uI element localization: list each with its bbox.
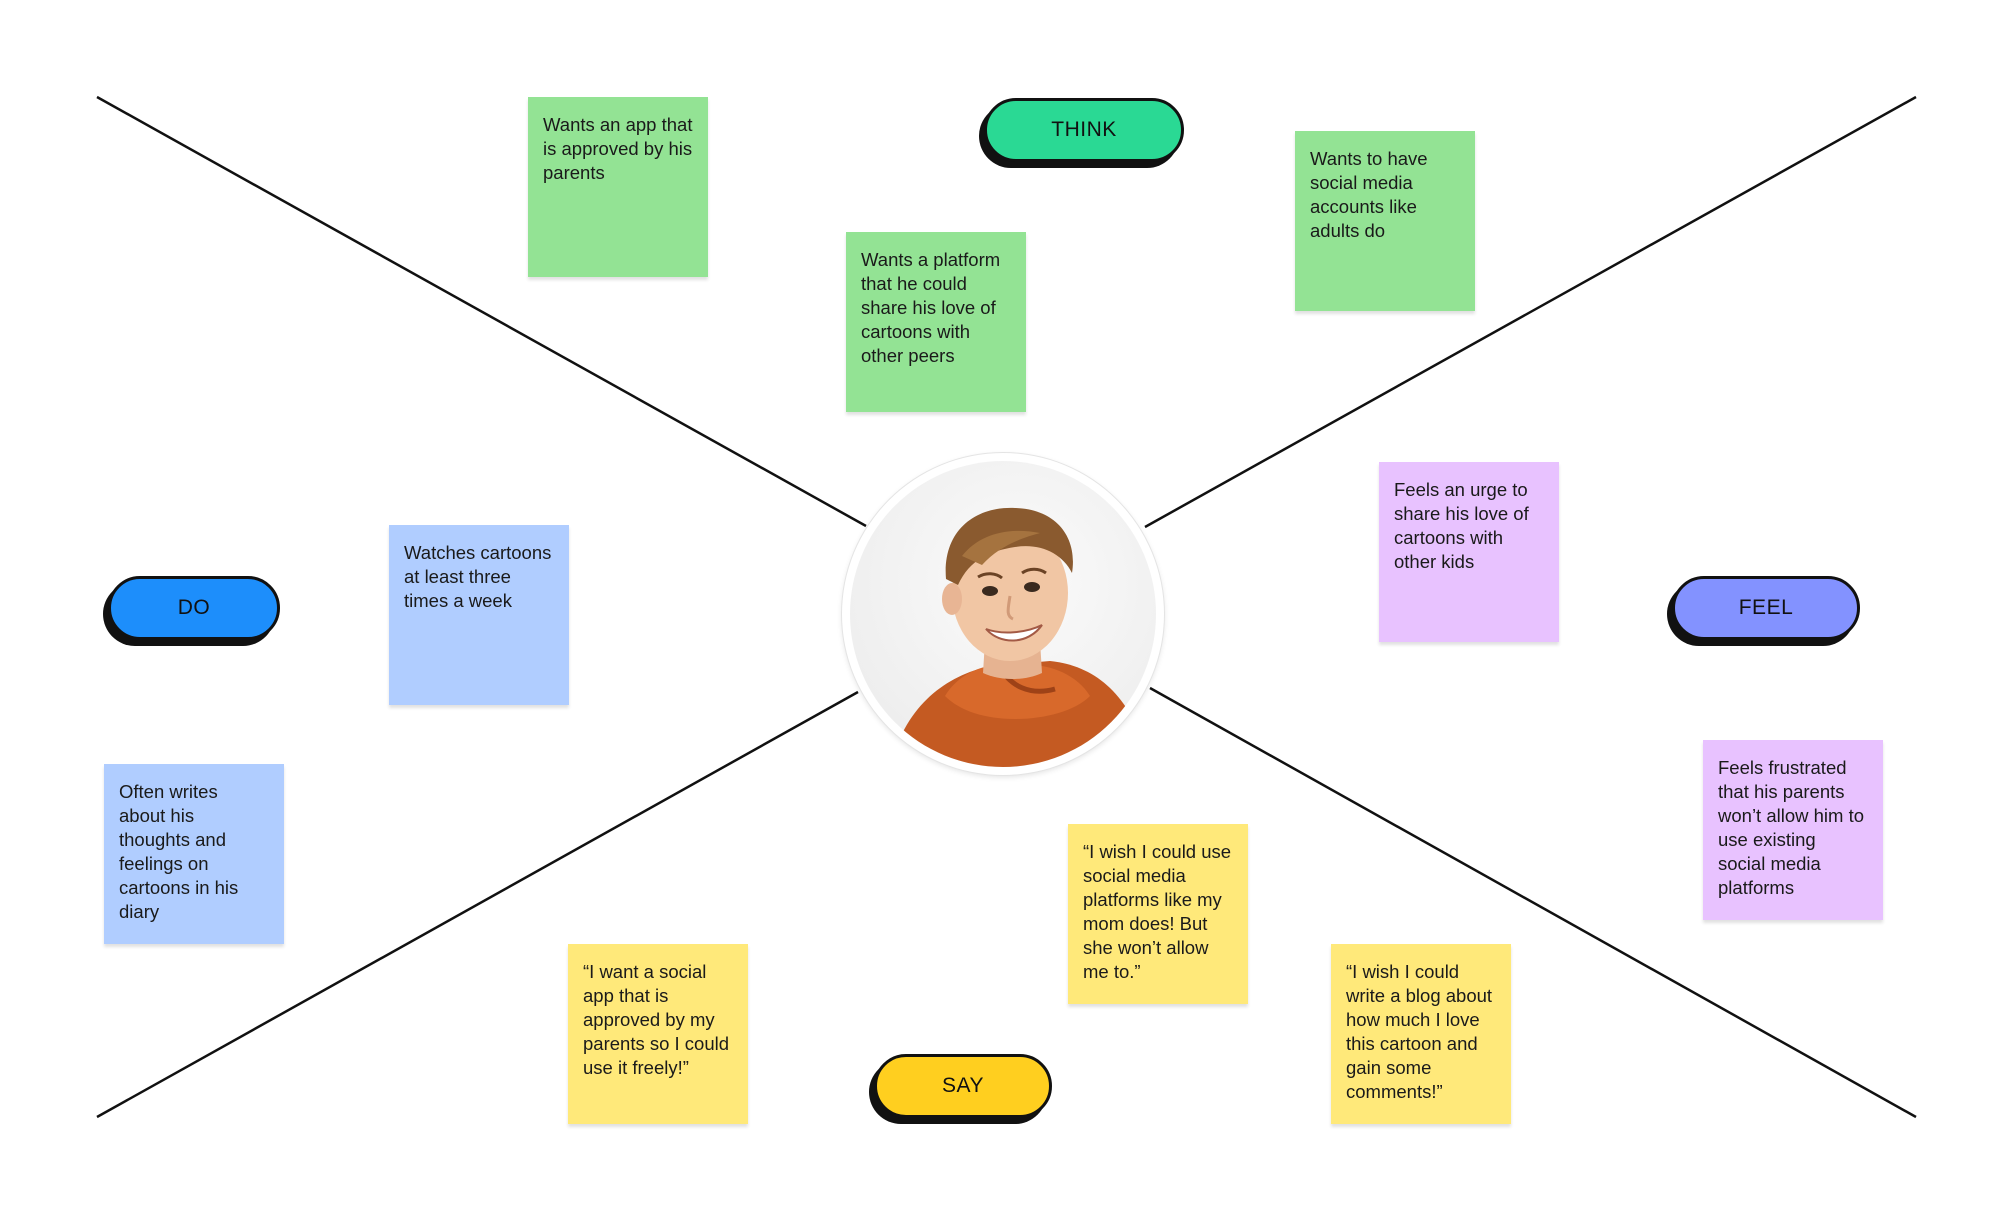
- think-label: THINK: [984, 98, 1184, 162]
- sticky-note-say-1: “I wish I could use social media platfor…: [1068, 824, 1248, 1004]
- sticky-note-think-3: Wants to have social media accounts like…: [1295, 131, 1475, 311]
- sticky-note-think-2: Wants a platform that he could share his…: [846, 232, 1026, 412]
- persona-avatar: [842, 453, 1164, 775]
- sticky-note-say-2: “I want a social app that is approved by…: [568, 944, 748, 1124]
- boy-portrait-image: [850, 461, 1156, 767]
- sticky-note-feel-2: Feels frustrated that his parents won’t …: [1703, 740, 1883, 920]
- sticky-note-say-3: “I wish I could write a blog about how m…: [1331, 944, 1511, 1124]
- divider-line-bottom-right: [1149, 686, 1917, 1119]
- divider-line-top-left: [96, 95, 867, 528]
- sticky-note-think-1: Wants an app that is approved by his par…: [528, 97, 708, 277]
- sticky-note-feel-1: Feels an urge to share his love of carto…: [1379, 462, 1559, 642]
- sticky-note-do-2: Often writes about his thoughts and feel…: [104, 764, 284, 944]
- divider-line-top-right: [1144, 95, 1917, 529]
- feel-label: FEEL: [1672, 576, 1860, 640]
- sticky-note-do-1: Watches cartoons at least three times a …: [389, 525, 569, 705]
- say-label: SAY: [874, 1054, 1052, 1118]
- do-label: DO: [108, 576, 280, 640]
- divider-line-bottom-left: [96, 690, 859, 1119]
